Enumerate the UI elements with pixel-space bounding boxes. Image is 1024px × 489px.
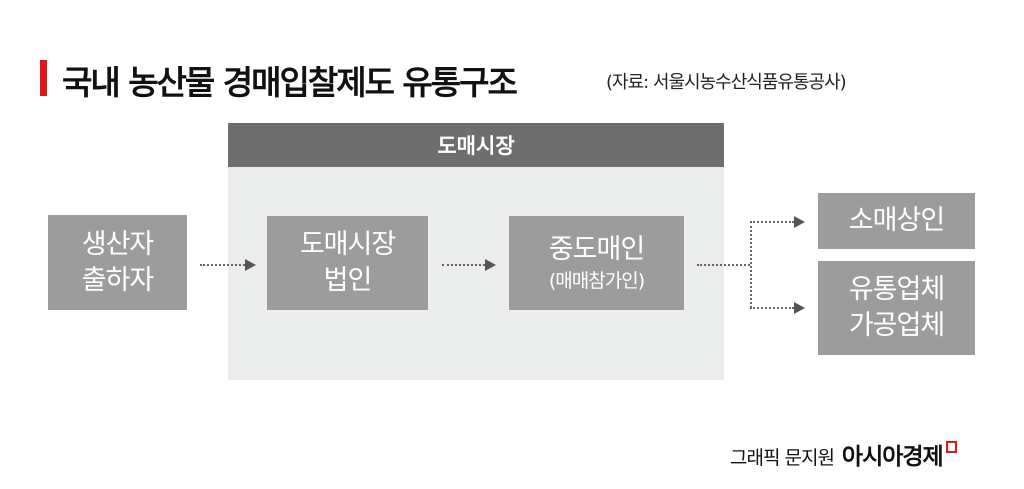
node-label: 소매상인 xyxy=(848,205,945,236)
arrow-branch-line xyxy=(750,221,752,308)
page-title: 국내 농산물 경매입찰제도 유통구조 xyxy=(62,63,518,102)
node-distributor: 유통업체 가공업체 xyxy=(818,261,975,355)
node-label: 도매시장 xyxy=(299,229,396,260)
arrow-line xyxy=(442,264,485,266)
arrow-line xyxy=(750,221,794,223)
footer-credit: 그래픽 문지원 아시아경제 xyxy=(730,437,957,471)
arrow-head-icon xyxy=(794,302,805,314)
node-wholesale-corp: 도매시장 법인 xyxy=(267,216,428,310)
arrow-head-icon xyxy=(485,259,496,271)
arrow-head-icon xyxy=(245,259,256,271)
node-label: 가공업체 xyxy=(848,310,945,341)
node-label: 중도매인 xyxy=(548,234,645,265)
node-retailer: 소매상인 xyxy=(818,193,975,249)
source-note: (자료: 서울시농수산식품유통공사) xyxy=(606,72,847,93)
arrow-line xyxy=(200,264,245,266)
node-label: 법인 xyxy=(323,265,373,296)
brand-mark-icon xyxy=(945,441,957,453)
arrow-line xyxy=(750,307,794,309)
node-label: 출하자 xyxy=(81,264,155,296)
brand-logo: 아시아경제 xyxy=(841,444,944,470)
node-label: 유통업체 xyxy=(848,274,945,305)
market-label: 도매시장 xyxy=(437,134,515,158)
arrow-line xyxy=(697,264,750,266)
node-broker: 중도매인 (매매참가인) xyxy=(509,216,684,310)
node-producer: 생산자 출하자 xyxy=(48,215,187,310)
title-accent-bar xyxy=(40,60,47,96)
market-header: 도매시장 xyxy=(228,123,724,167)
node-label: 생산자 xyxy=(81,228,155,260)
node-sublabel: (매매참가인) xyxy=(548,270,645,292)
arrow-head-icon xyxy=(794,216,805,228)
graphic-credit: 그래픽 문지원 xyxy=(730,447,835,469)
